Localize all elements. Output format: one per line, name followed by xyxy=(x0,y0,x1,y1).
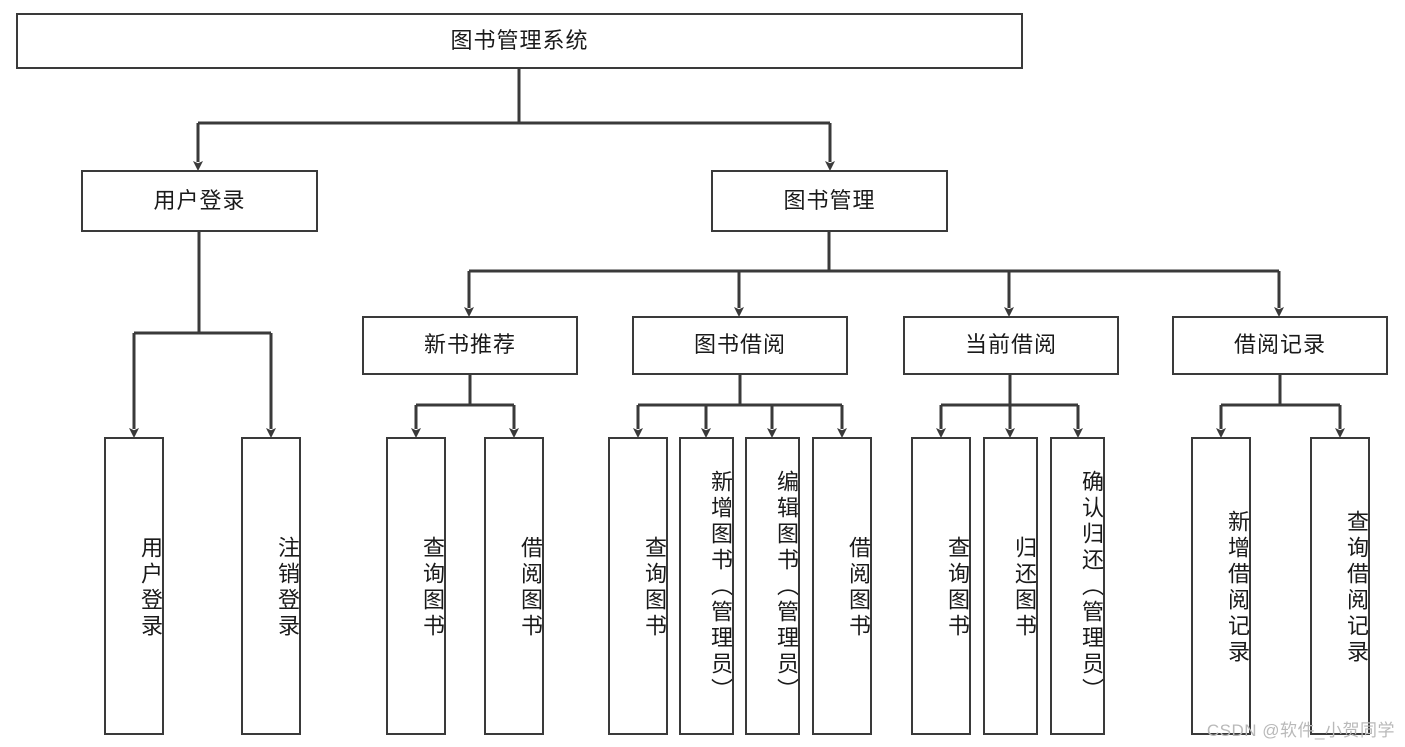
node-leaf-add-borrow-rec[interactable]: 新增借阅记录 xyxy=(1191,437,1251,735)
node-current-borrow[interactable]: 当前借阅 xyxy=(903,316,1119,375)
node-leaf-add-borrow-rec-label: 新增借阅记录 xyxy=(1225,510,1250,666)
node-leaf-user-login[interactable]: 用户登录 xyxy=(104,437,164,735)
node-new-book-rec[interactable]: 新书推荐 xyxy=(362,316,578,375)
node-leaf-query-borrow-rec[interactable]: 查询借阅记录 xyxy=(1310,437,1370,735)
node-current-borrow-label: 当前借阅 xyxy=(964,332,1057,358)
node-leaf-borrow-book-2-label: 借阅图书 xyxy=(846,536,871,640)
node-borrow-record[interactable]: 借阅记录 xyxy=(1172,316,1388,375)
node-leaf-return-book[interactable]: 归还图书 xyxy=(983,437,1038,735)
node-book-borrow[interactable]: 图书借阅 xyxy=(632,316,848,375)
node-book-manage[interactable]: 图书管理 xyxy=(711,170,948,232)
node-user-login-label: 用户登录 xyxy=(153,187,246,213)
node-user-login[interactable]: 用户登录 xyxy=(81,170,318,232)
node-borrow-record-label: 借阅记录 xyxy=(1233,332,1326,358)
node-root[interactable]: 图书管理系统 xyxy=(16,13,1023,69)
node-book-manage-label: 图书管理 xyxy=(783,187,876,213)
node-leaf-query-book-2-label: 查询图书 xyxy=(642,536,667,640)
node-leaf-user-login-label: 用户登录 xyxy=(138,536,163,640)
node-leaf-add-book-admin[interactable]: 新增图书（管理员） xyxy=(679,437,734,735)
node-leaf-logout[interactable]: 注销登录 xyxy=(241,437,301,735)
node-leaf-query-book-2[interactable]: 查询图书 xyxy=(608,437,668,735)
csdn-watermark: CSDN @软件_小贺同学 xyxy=(1206,721,1395,740)
node-leaf-borrow-book-1-label: 借阅图书 xyxy=(518,536,543,640)
node-new-book-rec-label: 新书推荐 xyxy=(423,332,516,358)
node-leaf-query-book-3-label: 查询图书 xyxy=(945,536,970,640)
node-leaf-borrow-book-1[interactable]: 借阅图书 xyxy=(484,437,544,735)
node-leaf-add-book-admin-label: 新增图书（管理员） xyxy=(708,470,733,704)
node-leaf-return-book-label: 归还图书 xyxy=(1012,536,1037,640)
node-leaf-logout-label: 注销登录 xyxy=(275,536,300,640)
node-leaf-query-book-1[interactable]: 查询图书 xyxy=(386,437,446,735)
node-book-borrow-label: 图书借阅 xyxy=(693,332,786,358)
node-leaf-confirm-return[interactable]: 确认归还（管理员） xyxy=(1050,437,1105,735)
node-leaf-confirm-return-label: 确认归还（管理员） xyxy=(1079,470,1104,704)
node-root-label: 图书管理系统 xyxy=(450,27,589,53)
node-leaf-query-book-1-label: 查询图书 xyxy=(420,536,445,640)
node-leaf-borrow-book-2[interactable]: 借阅图书 xyxy=(812,437,872,735)
node-leaf-query-borrow-rec-label: 查询借阅记录 xyxy=(1344,510,1369,666)
node-leaf-query-book-3[interactable]: 查询图书 xyxy=(911,437,971,735)
node-leaf-edit-book-admin-label: 编辑图书（管理员） xyxy=(774,470,799,704)
node-leaf-edit-book-admin[interactable]: 编辑图书（管理员） xyxy=(745,437,800,735)
